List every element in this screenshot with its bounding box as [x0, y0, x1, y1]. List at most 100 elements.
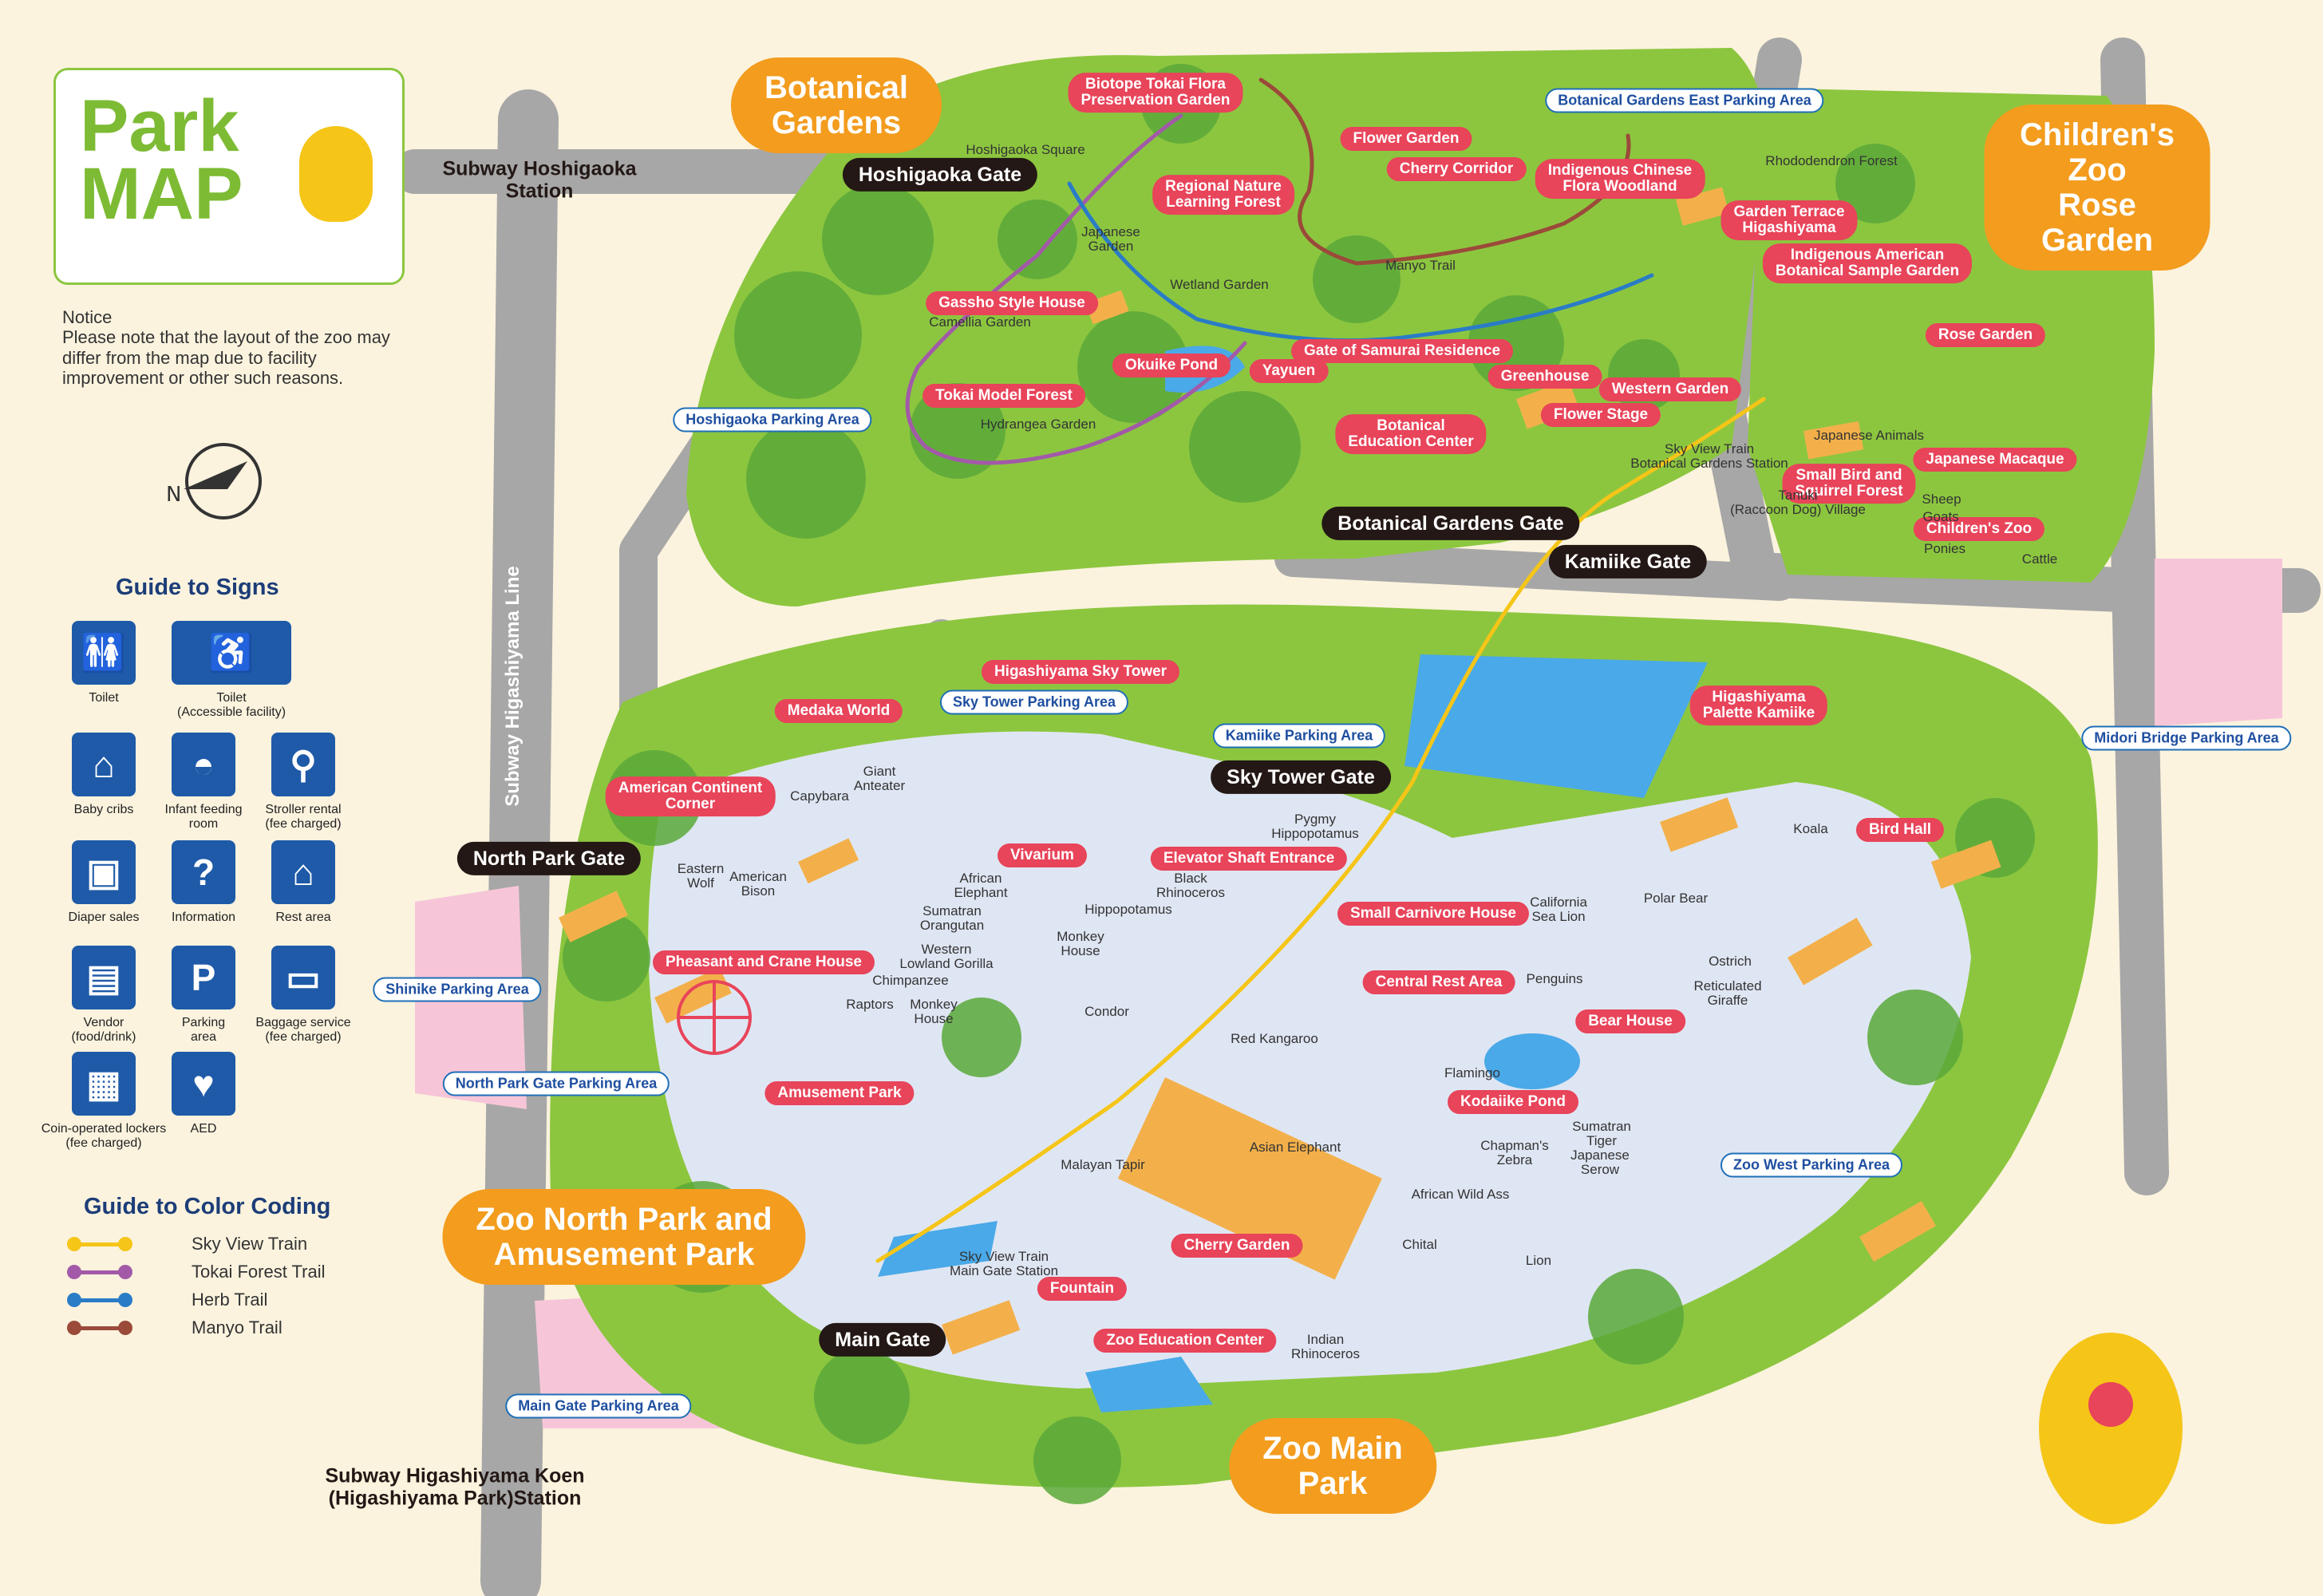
vendor-icon: ▤ [72, 946, 136, 1009]
facility-label[interactable]: Cherry Corridor [1386, 157, 1527, 181]
facility-label[interactable]: Vivarium [998, 843, 1087, 867]
map-small-label: Flamingo [1444, 1065, 1500, 1081]
parking-hoshigaoka[interactable]: Hoshigaoka Parking Area [673, 407, 872, 433]
map-small-label: American Bison [729, 869, 787, 899]
gate-north-park[interactable]: North Park Gate [456, 841, 642, 876]
sign-label: Toilet (Accessible facility) [176, 691, 286, 719]
facility-label[interactable]: Regional Nature Learning Forest [1152, 175, 1294, 215]
gate-sky-tower[interactable]: Sky Tower Gate [1211, 760, 1391, 795]
facility-label[interactable]: Flower Stage [1540, 403, 1661, 427]
facility-label[interactable]: Indigenous Chinese Flora Woodland [1535, 159, 1705, 199]
facility-label[interactable]: Children's Zoo [1913, 517, 2045, 541]
facility-label[interactable]: Bird Hall [1855, 818, 1945, 842]
map-small-label: Monkey House [1057, 929, 1104, 958]
map-small-label: Red Kangaroo [1231, 1031, 1318, 1047]
guide-signs-title: Guide to Signs [116, 575, 279, 600]
facility-label[interactable]: Cherry Garden [1171, 1234, 1303, 1258]
facility-label[interactable]: Botanical Education Center [1335, 414, 1487, 454]
color-swatch-line [70, 1298, 128, 1302]
map-small-label: Reticulated Giraffe [1693, 978, 1762, 1008]
rest-area-icon: ⌂ [271, 840, 335, 904]
map-small-label: Chital [1402, 1237, 1437, 1253]
mascot [2039, 1333, 2183, 1524]
facility-label[interactable]: American Continent Corner [605, 776, 776, 816]
parking-zoo-west[interactable]: Zoo West Parking Area [1720, 1152, 1903, 1178]
parking-kamiike[interactable]: Kamiike Parking Area [1212, 723, 1386, 749]
facility-label[interactable]: Pheasant and Crane House [652, 950, 875, 974]
map-small-label: Sheep [1922, 492, 1962, 508]
sign-label: Infant feeding room [164, 803, 243, 831]
svg-text:N: N [166, 483, 181, 507]
parking-midori-bridge[interactable]: Midori Bridge Parking Area [2081, 725, 2292, 751]
map-small-label: Hoshigaoka Square [966, 142, 1085, 158]
color-row: Manyo Trail [67, 1316, 342, 1340]
facility-label[interactable]: Central Rest Area [1362, 970, 1515, 994]
color-swatch-dot [67, 1265, 81, 1279]
color-row: Herb Trail [67, 1288, 342, 1312]
map-small-label: Western Lowland Gorilla [899, 942, 994, 971]
facility-label[interactable]: Okuike Pond [1112, 354, 1231, 377]
gate-hoshigaoka[interactable]: Hoshigaoka Gate [842, 157, 1038, 192]
parking-north-park-gate[interactable]: North Park Gate Parking Area [442, 1071, 670, 1096]
facility-label[interactable]: Gassho Style House [926, 291, 1098, 315]
map-small-label: Malayan Tapir [1061, 1157, 1145, 1173]
aed-icon: ♥ [172, 1052, 235, 1116]
facility-label[interactable]: Small Carnivore House [1337, 902, 1530, 926]
map-small-label: Chapman's Zebra [1480, 1138, 1549, 1167]
parking-sky-tower[interactable]: Sky Tower Parking Area [939, 689, 1129, 715]
map-small-label: Sky View Train Main Gate Station [949, 1249, 1059, 1278]
facility-label[interactable]: Medaka World [774, 699, 903, 723]
parking-shinike[interactable]: Shinike Parking Area [373, 977, 542, 1002]
map-small-label: Hydrangea Garden [980, 417, 1096, 433]
facility-label[interactable]: Japanese Macaque [1913, 448, 2077, 472]
water-features [878, 346, 1708, 1412]
map-small-label: African Wild Ass [1411, 1187, 1510, 1203]
facility-label[interactable]: Higashiyama Sky Tower [981, 660, 1180, 684]
map-small-label: Camellia Garden [929, 314, 1031, 330]
facility-label[interactable]: Yayuen [1249, 359, 1329, 383]
map-small-label: Giant Anteater [853, 764, 906, 793]
map-small-label: Ponies [1924, 541, 1965, 557]
facility-label[interactable]: Garden Terrace Higashiyama [1721, 200, 1858, 240]
color-swatch-dot [118, 1265, 132, 1279]
facility-label[interactable]: Fountain [1037, 1277, 1128, 1301]
information-icon: ? [172, 840, 235, 904]
facility-label[interactable]: Flower Garden [1340, 127, 1472, 151]
diaper-icon: ▣ [72, 840, 136, 904]
park-zoo-north-amusement: Zoo North Park and Amusement Park [442, 1189, 806, 1285]
facility-label[interactable]: Rose Garden [1925, 323, 2046, 347]
subway-line-label: Subway Higashiyama Line [502, 566, 523, 807]
manyo-trail [1258, 77, 1631, 266]
sign-label: Parking area [181, 1016, 226, 1044]
facility-label[interactable]: Bear House [1575, 1009, 1685, 1033]
facility-label[interactable]: Kodaiike Pond [1448, 1090, 1578, 1114]
facility-label[interactable]: Zoo Education Center [1093, 1329, 1277, 1353]
facility-label[interactable]: Higashiyama Palette Kamiike [1689, 685, 1828, 725]
map-small-label: Goats [1922, 509, 1959, 525]
map-small-label: Japanese Serow [1570, 1148, 1630, 1177]
facility-label[interactable]: Biotope Tokai Flora Preservation Garden [1068, 73, 1243, 113]
station-higashiyama-koen: Subway Higashiyama Koen (Higashiyama Par… [325, 1464, 585, 1509]
parking-botanical-east[interactable]: Botanical Gardens East Parking Area [1545, 88, 1824, 113]
sign-label: Baggage service (fee charged) [255, 1016, 351, 1044]
water-kodaiike-pond [1484, 1033, 1580, 1089]
baggage-icon: ▭ [271, 946, 335, 1009]
map-small-label: Chimpanzee [872, 973, 949, 989]
gate-kamiike[interactable]: Kamiike Gate [1548, 544, 1708, 579]
map-small-label: Lion [1525, 1253, 1552, 1269]
facility-label[interactable]: Tokai Model Forest [922, 384, 1085, 408]
park-childrens-zoo-rose-garden: Children's Zoo Rose Garden [1984, 105, 2210, 271]
facility-label[interactable]: Small Bird and Squirrel Forest [1782, 464, 1916, 504]
gate-main[interactable]: Main Gate [819, 1322, 946, 1357]
facility-label[interactable]: Elevator Shaft Entrance [1150, 847, 1348, 871]
facility-label[interactable]: Greenhouse [1487, 365, 1602, 389]
parking-main-gate[interactable]: Main Gate Parking Area [505, 1393, 692, 1419]
facility-label[interactable]: Gate of Samurai Residence [1290, 339, 1514, 363]
map-small-label: Monkey House [910, 997, 958, 1026]
facility-label[interactable]: Western Garden [1598, 377, 1742, 401]
gate-botanical-gardens[interactable]: Botanical Gardens Gate [1322, 506, 1580, 541]
map-small-label: California Sea Lion [1530, 895, 1587, 924]
facility-label[interactable]: Indigenous American Botanical Sample Gar… [1762, 243, 1973, 283]
facility-label[interactable]: Amusement Park [764, 1081, 915, 1105]
